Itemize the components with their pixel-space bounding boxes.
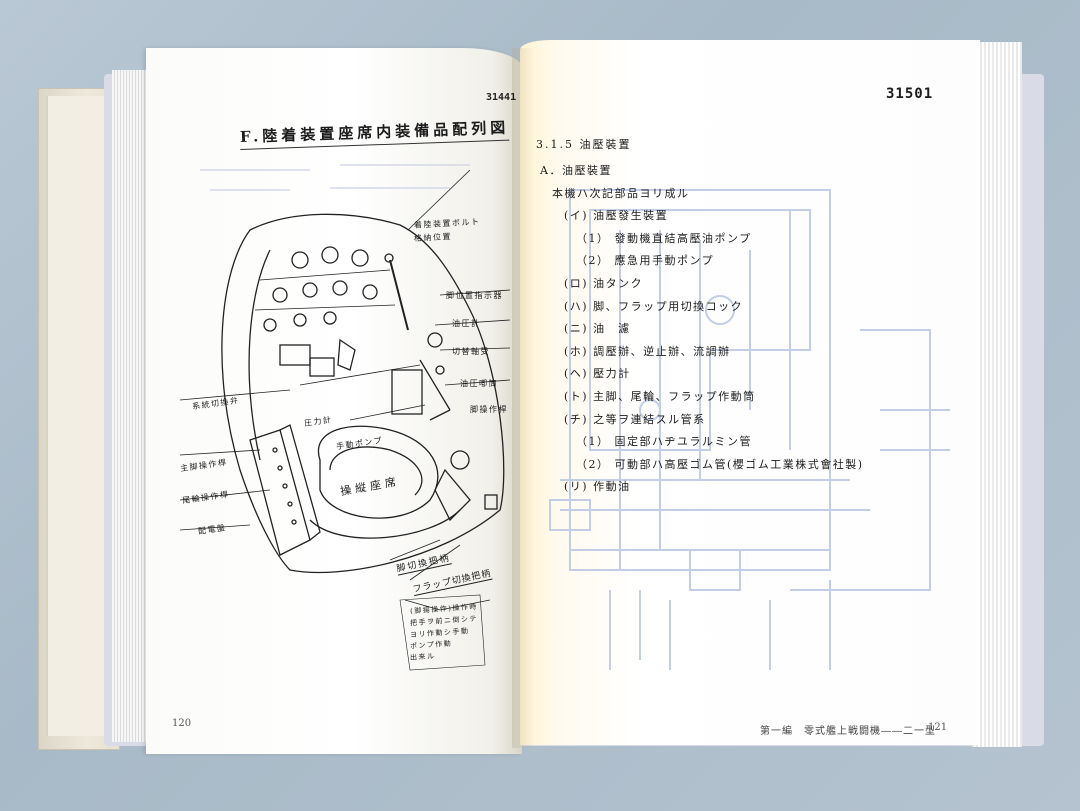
right-page-footer: 第一編 零式艦上戦闘機――二一型 (760, 726, 936, 737)
note-line-5: 出来ル (409, 652, 436, 662)
right-page-edges (972, 42, 1022, 747)
parts-list-line: A．油壓裝置 (540, 164, 612, 177)
label-lever-d: 油圧喞筒 (460, 379, 498, 388)
show-through-diagram (549, 189, 950, 670)
section-heading: 3.1.5 油壓裝置 (536, 138, 632, 151)
parts-list-line: (ロ) 油タンク (564, 277, 644, 290)
parts-list-line: （2） 應急用手動ポンプ (576, 254, 715, 268)
left-page-edges (112, 70, 152, 742)
sleeve-strip (46, 96, 110, 736)
parts-list-line: (ト) 主脚、尾輪、フラップ作動筒 (564, 390, 756, 403)
parts-list-line: (イ) 油壓發生裝置 (564, 209, 669, 223)
parts-list-line: （1） 發動機直結高壓油ポンプ (576, 231, 752, 245)
label-lever-e: 脚操作桿 (470, 405, 508, 414)
left-show-through (200, 164, 470, 191)
parts-list-line: （1） 固定部ハヂユラルミン管 (576, 435, 752, 449)
label-lever-a: 脚位置指示器 (446, 291, 503, 300)
parts-list-line: (チ) 之等ヲ連結スル管系 (564, 412, 706, 426)
right-page-header-number: 31501 (886, 86, 934, 102)
cockpit-diagram (180, 170, 511, 671)
parts-list-line: (ホ) 調壓辦、逆止辦、流調辦 (564, 344, 731, 358)
parts-list-line: (ヘ) 壓力計 (564, 367, 631, 381)
label-stowed-position: 格納位置 (413, 232, 453, 243)
parts-list-line: (ニ) 油 濾 (564, 322, 631, 336)
label-lever-c: 切替軸受 (452, 347, 490, 356)
left-page-header-number: 31441 (486, 92, 517, 103)
parts-list-line: (ハ) 脚、フラップ用切換コック (564, 299, 744, 313)
right-page-number: 121 (928, 722, 948, 733)
parts-list-line: 本機ハ次記部品ヨリ成ル (552, 186, 690, 200)
parts-list-line: （2） 可動部ハ高壓ゴム管(櫻ゴム工業株式會社製) (576, 457, 864, 471)
book-gutter (512, 48, 534, 748)
left-page-number: 120 (172, 718, 192, 729)
parts-list-line: (リ) 作動油 (564, 480, 631, 494)
label-lever-b: 油圧計 (452, 319, 481, 328)
